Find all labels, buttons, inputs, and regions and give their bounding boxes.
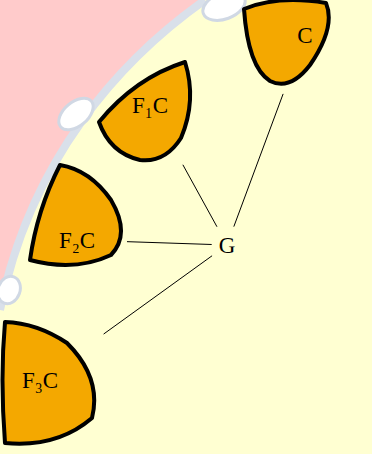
cluster-fill — [3, 322, 95, 444]
node-label: C — [297, 24, 312, 47]
node-label: F₂C — [59, 229, 95, 252]
boundary-lobe — [53, 92, 99, 136]
cluster-outline — [25, 160, 125, 270]
cluster-node: F₃C — [0, 318, 102, 448]
node-label: F₃C — [22, 369, 58, 392]
cluster-node: F₁C — [95, 58, 195, 163]
node-label: G — [219, 234, 236, 257]
connector-line — [183, 165, 217, 227]
cluster-node: F₂C — [25, 160, 125, 270]
connector-line — [104, 256, 212, 334]
region-boundary — [0, 0, 205, 310]
cluster-fill — [99, 62, 190, 160]
cluster-fill — [30, 165, 121, 265]
connector-line — [234, 94, 283, 227]
cluster-fill — [244, 0, 329, 84]
group-node: G — [214, 229, 241, 262]
cluster-outline — [238, 0, 333, 92]
cluster-node: C — [238, 0, 333, 92]
node-label: F₁C — [132, 94, 168, 117]
boundary-lobe — [0, 273, 24, 307]
boundary-lobe — [199, 0, 249, 26]
connector-line — [127, 242, 212, 245]
